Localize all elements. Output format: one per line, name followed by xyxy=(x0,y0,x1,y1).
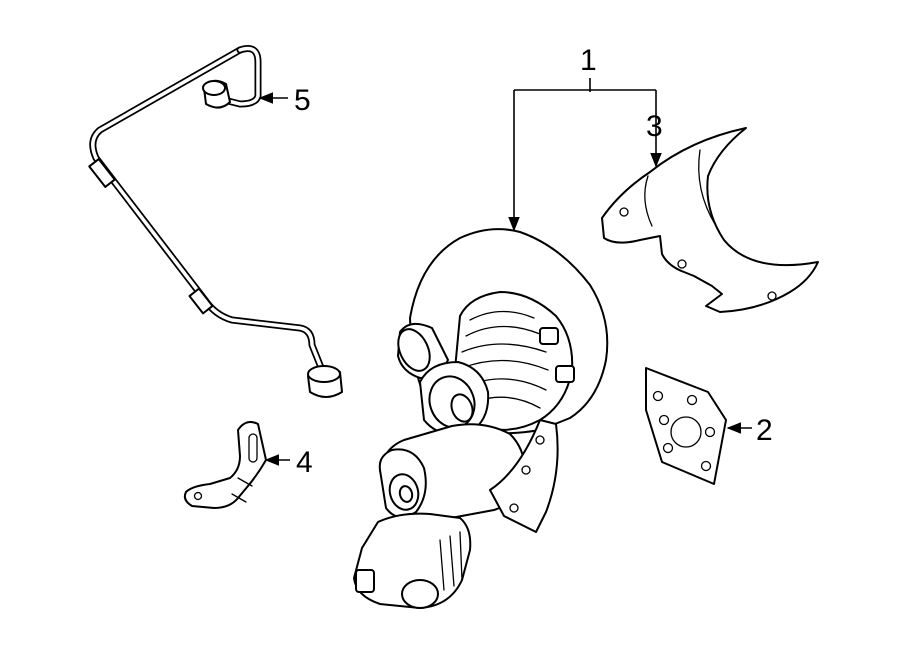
oil-feed-line-part-5[interactable] xyxy=(88,45,343,398)
callout-5: 5 xyxy=(294,84,311,117)
callout-1: 1 xyxy=(580,44,597,77)
bolt-icon xyxy=(539,327,575,383)
gasket-part-2[interactable] xyxy=(645,367,727,485)
turbocharger-part-1[interactable] xyxy=(353,228,609,609)
callout-4: 4 xyxy=(296,446,313,479)
callout-2: 2 xyxy=(756,414,773,447)
bracket-part-4[interactable] xyxy=(183,421,267,509)
callout-3: 3 xyxy=(646,110,663,143)
leader-lines xyxy=(258,78,752,466)
heat-shield-part-3[interactable] xyxy=(601,127,819,313)
